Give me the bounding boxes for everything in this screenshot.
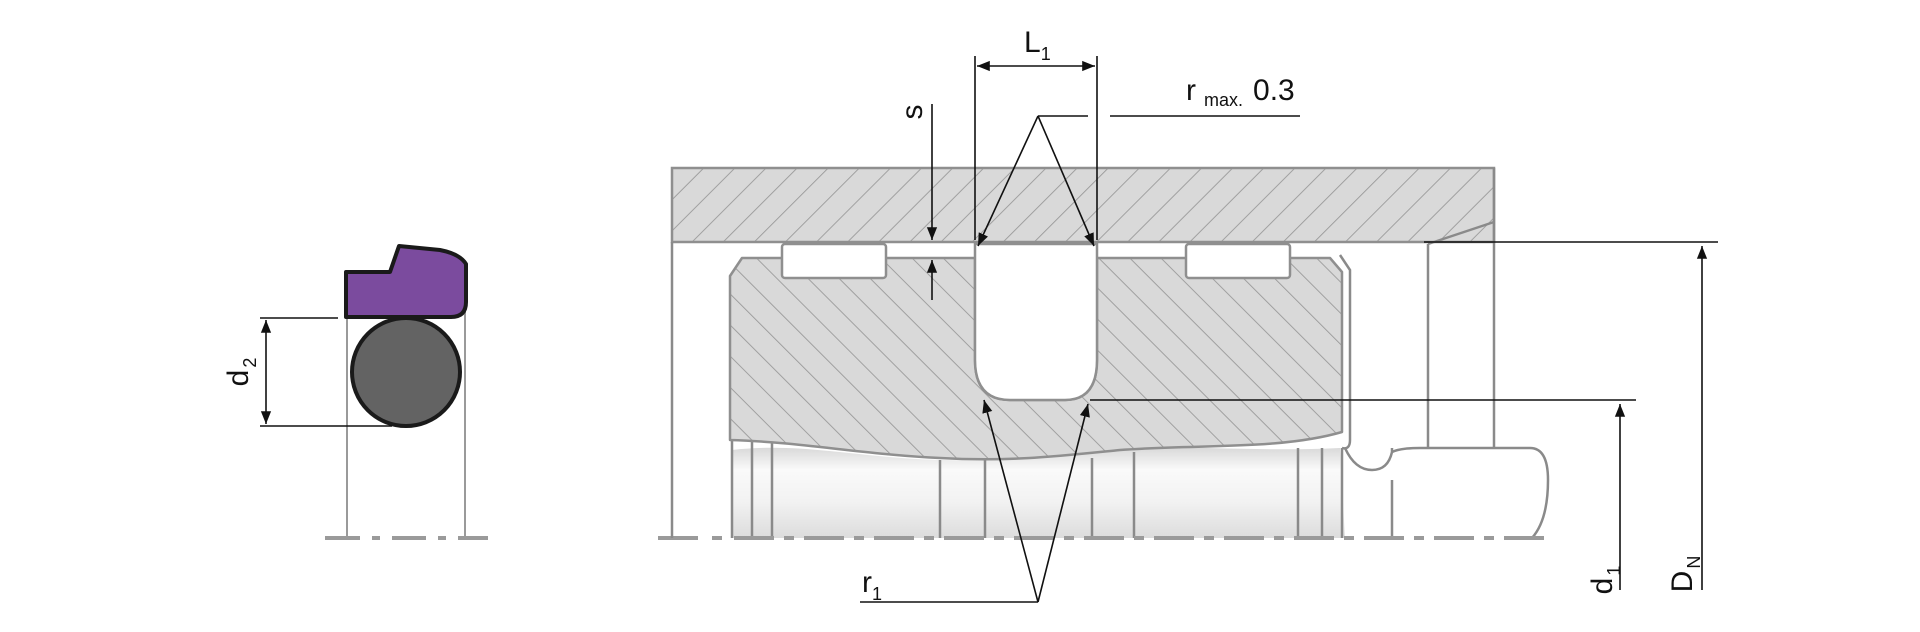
dn-label: DN — [1666, 556, 1704, 593]
guide-ring-slot-right — [1184, 242, 1292, 280]
rmax-arrow-right — [1037, 115, 1095, 247]
rod-outline — [730, 254, 1550, 539]
slide-ring — [344, 244, 468, 319]
seal-profile: d2 — [222, 244, 488, 540]
rmax-arrow-left — [977, 115, 1039, 247]
r1-arrow-right — [1037, 403, 1090, 603]
l1-label: L1 — [1024, 26, 1051, 64]
d1-label: d1 — [1586, 566, 1624, 595]
guide-ring-slot-left — [780, 242, 888, 280]
housing-bore — [670, 166, 1496, 244]
r1-arrow-left — [982, 399, 1039, 603]
d2-label: d2 — [222, 358, 260, 387]
rod-body — [732, 447, 1345, 538]
seal-groove — [973, 242, 1099, 402]
s-label: s — [896, 105, 929, 120]
o-ring — [350, 316, 462, 428]
r1-label: r1 — [862, 566, 882, 604]
housing-chamfer — [1426, 168, 1496, 448]
